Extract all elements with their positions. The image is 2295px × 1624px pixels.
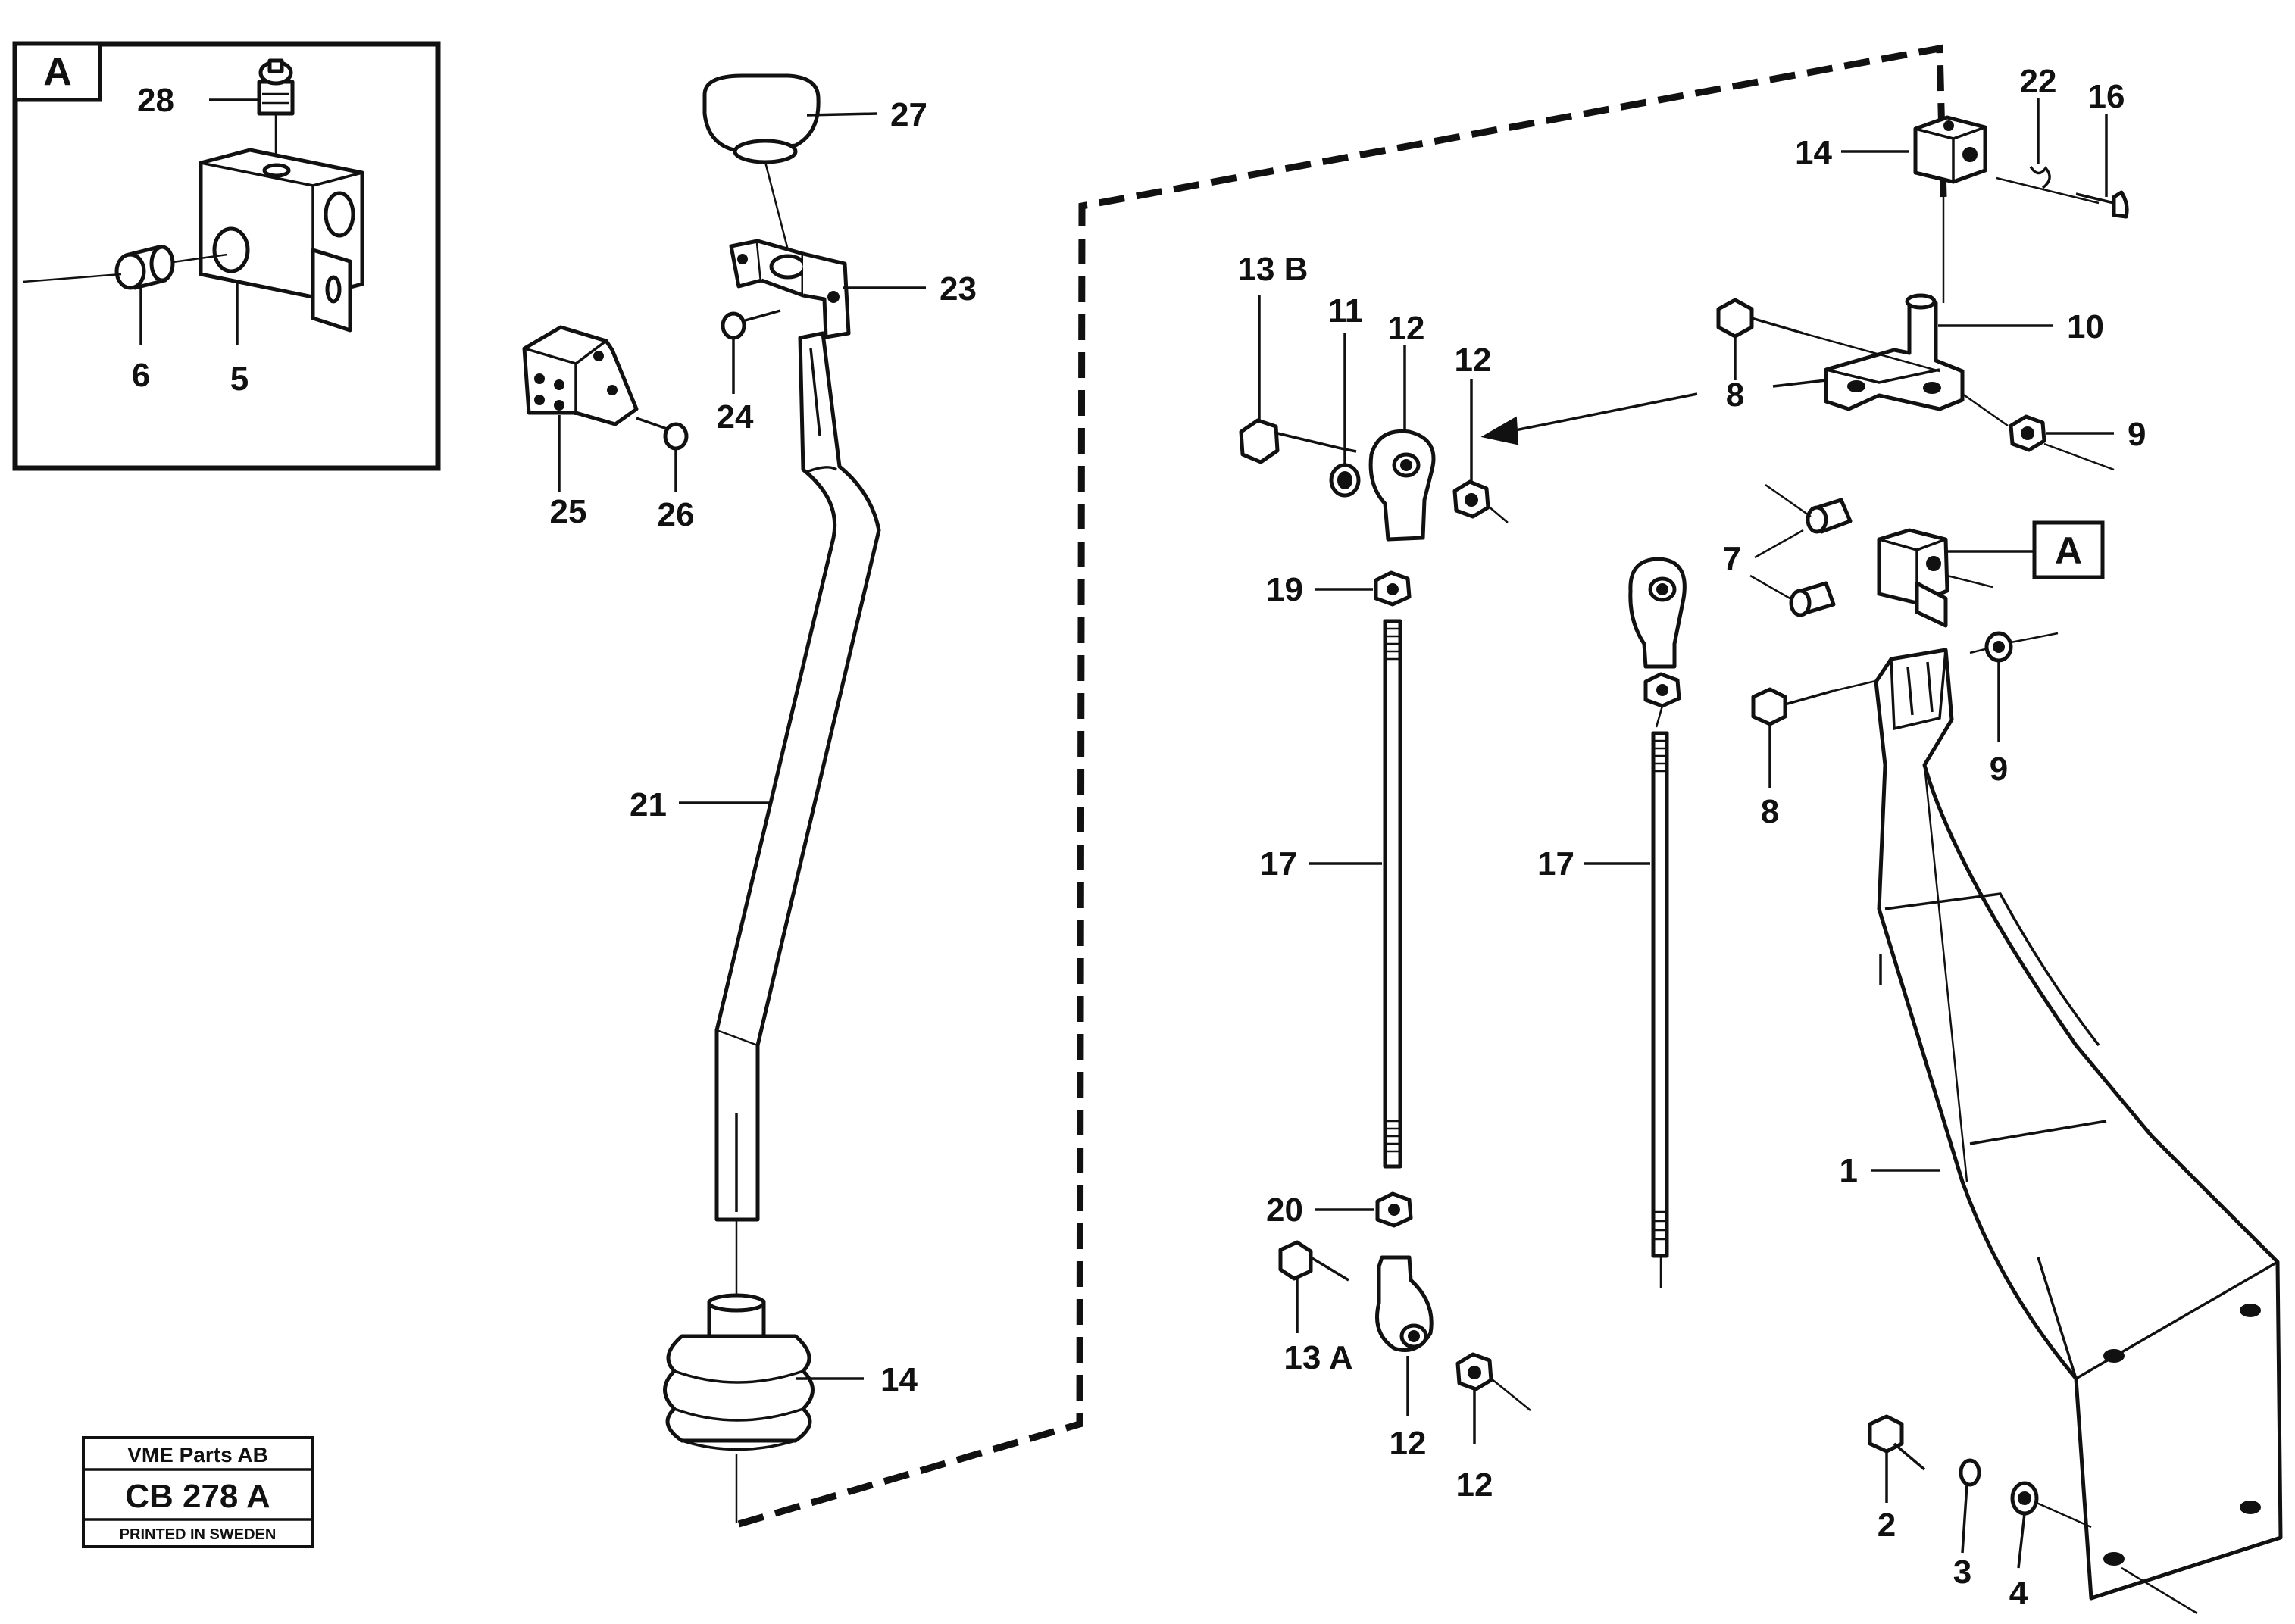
callout-13b: 13 B — [1238, 251, 1309, 288]
nut-17-bottom — [1315, 1191, 1413, 1228]
screw-26 — [636, 417, 689, 492]
callout-12-bottom: 12 — [1390, 1425, 1427, 1462]
nut-14-bottom — [1455, 1352, 1531, 1444]
lock-washer-3 — [1959, 1458, 1981, 1554]
callout-14-top: 12 — [1455, 342, 1492, 379]
callout-28: 28 — [137, 82, 174, 119]
callout-15: 17 — [1260, 845, 1297, 882]
callout-16: 17 — [1537, 845, 1574, 882]
arrow-pointer — [1480, 392, 1698, 445]
rod-end-12-top — [1368, 345, 1436, 542]
lever-bracket-10 — [1824, 293, 2053, 411]
callout-10: 10 — [2067, 308, 2104, 345]
bolt-13a — [1278, 1240, 1349, 1333]
bolt-8-top — [1716, 298, 1940, 388]
detail-a-tag — [13, 42, 102, 102]
callout-2: 2 — [1878, 1507, 1896, 1544]
pivot-block — [1877, 528, 2034, 628]
callout-8-lower: 8 — [1761, 793, 1779, 830]
drawing-number: CB 278 A — [125, 1478, 270, 1515]
nut-14-top — [1452, 379, 1509, 523]
bolt-8-lower — [1751, 679, 1880, 788]
knob-27 — [702, 73, 878, 251]
bushing-6 — [22, 245, 228, 290]
washer-9-lower — [1969, 631, 2059, 742]
nut-9-top — [1962, 392, 2115, 471]
bolt-13b — [1239, 295, 1357, 464]
callout-9-top: 9 — [2128, 416, 2146, 453]
link-rod-16 — [1584, 557, 1687, 1288]
callout-1: 1 — [1840, 1152, 1858, 1189]
detail-a-letter: A — [43, 50, 72, 94]
callout-8-top: 8 — [1726, 376, 1744, 414]
assembly-boundary — [737, 44, 1947, 1528]
gear-lever-20 — [679, 331, 881, 1303]
callout-21: 16 — [2088, 78, 2125, 115]
callout-14-bottom: 12 — [1456, 1466, 1493, 1504]
callout-13a: 13 A — [1284, 1339, 1352, 1376]
block-18 — [1841, 115, 1987, 303]
washer-4 — [2010, 1481, 2092, 1569]
title-block: VME Parts AB CB 278 A PRINTED IN SWEDEN — [82, 1436, 314, 1548]
mount-block-25 — [522, 325, 639, 492]
rod-end-12-bottom — [1375, 1255, 1434, 1416]
callout-12-top: 12 — [1388, 310, 1425, 347]
callout-3: 3 — [1953, 1554, 1971, 1591]
nut-17-top — [1315, 570, 1412, 607]
detail-a-inset: A 28 — [12, 41, 441, 471]
callout-9-lower: 9 — [1990, 751, 2008, 788]
callout-6: 6 — [132, 357, 150, 394]
callout-4: 4 — [2009, 1575, 2028, 1612]
detail-a-reference-box — [2032, 520, 2105, 579]
lever-bracket-23 — [729, 239, 926, 339]
printed-note: PRINTED IN SWEDEN — [120, 1526, 277, 1543]
screw-24 — [721, 309, 781, 394]
callout-27: 27 — [890, 96, 927, 133]
callout-20: 21 — [630, 786, 667, 823]
detail-a-reference-letter: A — [2055, 529, 2082, 572]
callout-23: 23 — [940, 270, 977, 308]
clip-22 — [2029, 98, 2051, 189]
callout-25: 25 — [550, 493, 587, 530]
spacer-11 — [1329, 333, 1361, 498]
callout-19: 14 — [880, 1361, 918, 1398]
callout-18: 14 — [1795, 134, 1832, 171]
callout-22: 22 — [2020, 63, 2057, 100]
pedal-arm-1 — [1871, 648, 2283, 1615]
callout-26: 26 — [658, 496, 695, 533]
block-5 — [199, 148, 364, 333]
rubber-boot-19 — [663, 1293, 864, 1522]
company-name: VME Parts AB — [127, 1443, 268, 1466]
callout-5: 5 — [230, 361, 249, 398]
bolt-2 — [1868, 1414, 1926, 1503]
callout-17-top: 19 — [1266, 571, 1303, 608]
bushings-7 — [1749, 483, 1853, 617]
link-rod-15 — [1309, 619, 1402, 1169]
callout-24: 24 — [717, 398, 754, 436]
pin-21 — [1996, 114, 2129, 219]
callout-7: 7 — [1723, 540, 1741, 577]
callout-17-bottom: 20 — [1266, 1191, 1303, 1229]
callout-11: 11 — [1328, 292, 1364, 329]
